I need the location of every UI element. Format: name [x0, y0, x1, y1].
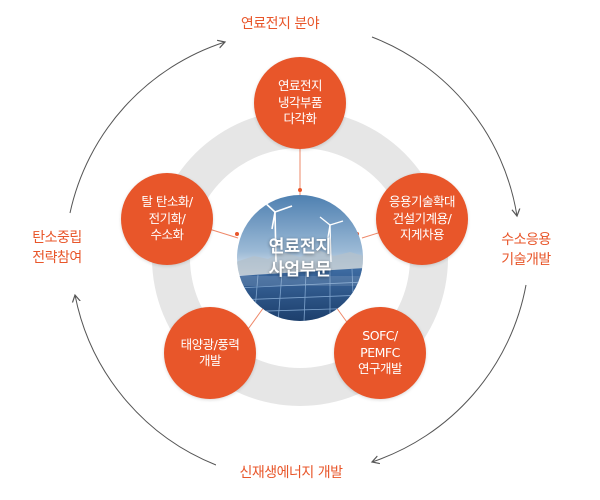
- arrow-bottom-left: [75, 295, 217, 466]
- center-label-line2: 사업부문: [268, 260, 332, 280]
- node-bottom-left: 태양광/풍력 개발: [164, 307, 256, 399]
- outer-label-top-line1: 연료전지 분야: [240, 15, 320, 32]
- node-bottom-right-line1: SOFC/: [362, 328, 398, 344]
- node-top-line1: 연료전지: [277, 78, 323, 94]
- arrow-right-bottom: [372, 284, 527, 462]
- center-label: 연료전지 사업부문: [236, 195, 364, 323]
- outer-label-right: 수소응용 기술개발: [486, 220, 566, 280]
- node-right-line3: 지게차용: [399, 227, 445, 243]
- node-right-line2: 건설기계용/: [392, 210, 452, 226]
- outer-label-right-line2: 기술개발: [501, 252, 551, 268]
- outer-label-bottom: 신재생에너지 개발: [216, 458, 366, 488]
- outer-label-bottom-line1: 신재생에너지 개발: [239, 464, 344, 481]
- outer-label-right-line1: 수소응용: [501, 231, 551, 248]
- solar-wind-photo: [237, 195, 363, 321]
- node-right: 응용기술확대 건설기계용/ 지게차용: [376, 173, 468, 265]
- node-right-line1: 응용기술확대: [388, 194, 456, 210]
- node-bottom-right-line3: 연구개발: [357, 361, 403, 377]
- outer-cycle: [69, 36, 527, 466]
- center-label-line1: 연료전지: [268, 237, 332, 258]
- node-bottom-right-line2: PEMFC: [360, 344, 400, 360]
- outer-label-left-line1: 탄소중립: [32, 229, 82, 246]
- arrow-top-right: [371, 36, 517, 216]
- outer-label-top: 연료전지 분야: [216, 9, 344, 39]
- node-top-line2: 냉각부품: [277, 94, 323, 110]
- node-left-line3: 수소화: [150, 227, 184, 243]
- node-left-line2: 전기화/: [148, 210, 186, 226]
- node-bottom-left-line2: 개발: [198, 353, 222, 368]
- node-top-line3: 다각화: [283, 111, 317, 127]
- arrow-left-top: [69, 42, 225, 214]
- node-top: 연료전지 냉각부품 다각화: [254, 57, 346, 149]
- outer-label-left: 탄소중립 전략참여: [24, 218, 90, 278]
- outer-label-left-line2: 전략참여: [32, 250, 82, 266]
- node-left: 탈 탄소화/ 전기화/ 수소화: [121, 173, 213, 265]
- node-bottom-left-line1: 태양광/풍력: [180, 336, 240, 352]
- node-left-line1: 탈 탄소화/: [141, 194, 193, 210]
- wind-turbine-icon: [261, 199, 344, 263]
- node-bottom-right: SOFC/ PEMFC 연구개발: [334, 307, 426, 399]
